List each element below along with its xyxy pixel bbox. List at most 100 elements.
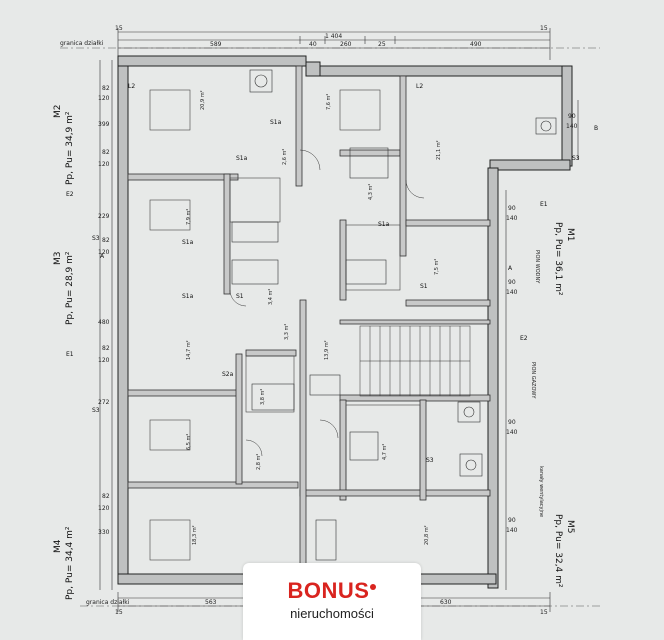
- left-dim: 82: [102, 345, 110, 352]
- left-dim: 120: [98, 505, 110, 512]
- right-dim: 90: [508, 205, 516, 212]
- code-tag: A: [508, 265, 513, 272]
- right-dim: 140: [506, 527, 518, 534]
- left-dim: 229: [98, 213, 110, 220]
- staircase: [359, 325, 471, 397]
- room-area: 4,7 m²: [382, 444, 388, 460]
- unit-label-m1: M1: [565, 228, 575, 242]
- left-dim: 330: [98, 529, 110, 536]
- top-total-dim: 1 404: [325, 33, 342, 40]
- unit-area-m2: Pp, Pu= 34,9 m²: [65, 111, 75, 185]
- room-area: 2,8 m²: [256, 454, 262, 470]
- unit-area-m3: Pp, Pu= 28,9 m²: [65, 251, 75, 325]
- code-tag: L2: [416, 83, 423, 90]
- code-tag: S3: [426, 457, 434, 464]
- brand-name: BONUS: [287, 578, 370, 603]
- left-dim: 82: [102, 237, 110, 244]
- bottom-dim-1: 563: [205, 599, 217, 606]
- ventilation-label: kanały wentylacyjne: [538, 466, 544, 517]
- unit-area-m1: Pp, Pu= 36,1 m²: [553, 222, 563, 296]
- top-dim-2: 40: [309, 41, 317, 48]
- right-dims: 90 140 90 140 90 140 90 140 90 140: [506, 113, 578, 534]
- room-area: 14,7 m²: [186, 340, 192, 360]
- code-tag: S1a: [182, 293, 194, 300]
- room-area: 3,4 m²: [268, 289, 274, 305]
- room-area: 7,9 m²: [186, 209, 192, 225]
- code-tag: S3: [92, 407, 100, 414]
- left-dim: 120: [98, 95, 110, 102]
- code-tag: S2a: [222, 371, 234, 378]
- left-dim: 82: [102, 149, 110, 156]
- left-dim: 120: [98, 161, 110, 168]
- bottom-edge-dim-right: 15: [540, 609, 548, 616]
- unit-area-m4: Pp, Pu= 34,4 m²: [65, 526, 75, 600]
- bottom-edge-dim-left: 15: [115, 609, 123, 616]
- code-tag: S1: [420, 283, 428, 290]
- right-dim: 90: [508, 419, 516, 426]
- code-tag: A: [100, 253, 105, 260]
- top-edge-dim-left: 15: [115, 25, 123, 32]
- top-dim-3: 260: [340, 41, 352, 48]
- right-dim: 140: [506, 215, 518, 222]
- unit-label-m4: M4: [53, 539, 63, 553]
- top-dim-4: 25: [378, 41, 386, 48]
- room-area: 20,8 m²: [424, 525, 430, 545]
- logo-dot-icon: [370, 583, 377, 590]
- unit-area-m5: Pp, Pu= 32,4 m²: [553, 514, 563, 588]
- code-tag: B: [594, 125, 598, 132]
- bottom-dim-2: 630: [440, 599, 452, 606]
- right-dim: 140: [566, 123, 578, 130]
- code-tag: S1a: [182, 239, 194, 246]
- code-tag: S1a: [236, 155, 248, 162]
- room-area: 6,5 m²: [186, 434, 192, 450]
- room-area: 13,9 m²: [324, 340, 330, 360]
- room-area: 7,5 m²: [434, 259, 440, 275]
- brand-tagline: nieruchomości: [290, 606, 374, 621]
- left-dim: 82: [102, 85, 110, 92]
- code-tag: E2: [66, 191, 74, 198]
- room-area: 3,8 m²: [260, 389, 266, 405]
- left-dim: 120: [98, 357, 110, 364]
- right-dim: 90: [568, 113, 576, 120]
- door-swings: [229, 149, 425, 457]
- room-area-labels: 20,9 m² 7,6 m² 21,1 m² 2,6 m² 4,3 m² 7,5…: [186, 90, 442, 545]
- room-area: 21,1 m²: [436, 140, 442, 160]
- plot-boundary-top-label: granica działki: [60, 40, 104, 47]
- right-dim: 90: [508, 517, 516, 524]
- water-riser-label: PION WODNY: [534, 250, 540, 284]
- gas-riser-label: PION GAZOWY: [530, 362, 536, 399]
- element-codes: L2 L2 S1a S1a S1a S1a S1a S2a S3 S3 S3 S…: [66, 83, 598, 464]
- top-edge-dim-right: 15: [540, 25, 548, 32]
- unit-label-m2: M2: [53, 105, 63, 119]
- unit-label-m5: M5: [565, 520, 575, 534]
- right-dim: 140: [506, 289, 518, 296]
- code-tag: S3: [92, 235, 100, 242]
- bonus-logo: BONUS nieruchomości: [243, 563, 421, 640]
- right-dimension-chain: [505, 100, 579, 590]
- room-area: 20,9 m²: [200, 90, 206, 110]
- code-tag: S3: [572, 155, 580, 162]
- top-dim-5: 490: [470, 41, 482, 48]
- unit-label-m3: M3: [53, 252, 63, 266]
- plot-boundary-bottom-label: granica działki: [86, 599, 130, 606]
- code-tag: S1a: [270, 119, 282, 126]
- code-tag: S1: [236, 293, 244, 300]
- room-area: 2,6 m²: [282, 149, 288, 165]
- code-tag: L2: [128, 83, 135, 90]
- room-area: 3,3 m²: [284, 324, 290, 340]
- room-area: 4,3 m²: [368, 184, 374, 200]
- left-dimension-chain: [99, 60, 113, 590]
- code-tag: S1a: [378, 221, 390, 228]
- right-dim: 140: [506, 429, 518, 436]
- bonus-logo-wordmark: BONUS: [243, 578, 421, 604]
- room-area: 18,3 m²: [192, 525, 198, 545]
- code-tag: E1: [540, 201, 548, 208]
- top-dim-1: 589: [210, 41, 222, 48]
- right-dim: 90: [508, 279, 516, 286]
- left-dim: 480: [98, 319, 110, 326]
- interior-walls: [127, 65, 491, 581]
- left-dim: 120: [98, 249, 110, 256]
- left-dims: 82 120 399 82 120 229 82 120 480 82 120 …: [98, 85, 110, 536]
